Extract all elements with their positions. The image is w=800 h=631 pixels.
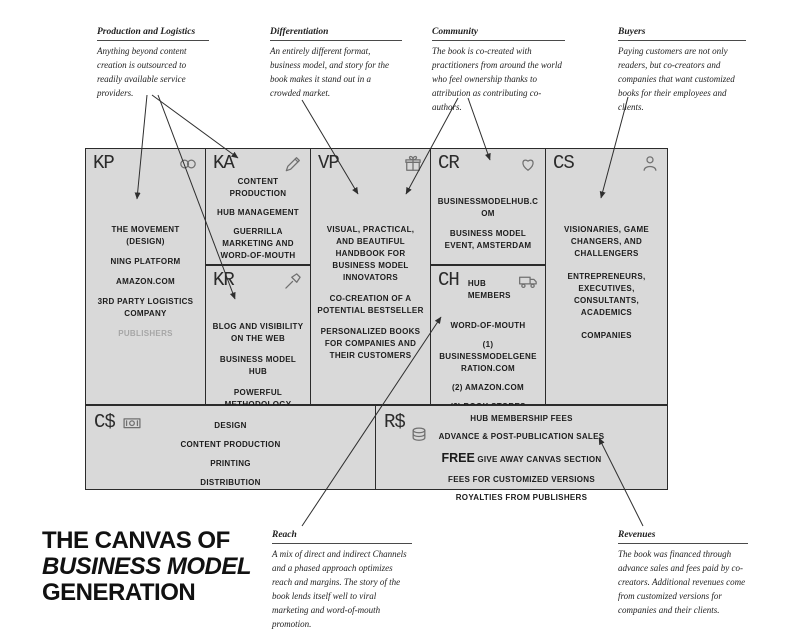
block-header: KA — [206, 149, 310, 174]
block-items: HUB MEMBERSHIP FEES ADVANCE & POST-PUBLI… — [376, 413, 667, 504]
block-items: DESIGN CONTENT PRODUCTION PRINTING DISTR… — [86, 420, 375, 489]
canvas-item-rest: GIVE AWAY CANVAS SECTION — [477, 455, 602, 464]
canvas-item: VISUAL, PRACTICAL, AND BEAUTIFUL HANDBOO… — [326, 225, 415, 282]
poster-title-line1: THE CANVAS OF — [42, 527, 230, 554]
canvas-item: HUB MEMBERSHIP FEES — [470, 414, 573, 423]
block-label-ka: KA — [213, 152, 235, 174]
poster-title-line2: BUSINESS MODEL — [42, 552, 252, 580]
block-header: C$ — [94, 413, 142, 433]
annotation-reach: Reach A mix of direct and indirect Chann… — [272, 530, 412, 631]
annotation-title: Community — [432, 27, 565, 41]
block-items: VISUAL, PRACTICAL, AND BEAUTIFUL HANDBOO… — [311, 224, 430, 362]
poster-title-line3: GENERATION — [42, 578, 196, 606]
block-label-cr: CR — [438, 152, 460, 174]
block-header: CS — [546, 149, 667, 174]
annotation-buyers: Buyers Paying customers are not only rea… — [618, 27, 746, 115]
canvas-item: BUSINESS MODEL HUB — [219, 355, 297, 376]
link-icon — [178, 154, 198, 174]
canvas-item: CONTENT PRODUCTION — [229, 177, 287, 198]
block-label-kr: KR — [213, 269, 235, 291]
poster-title: THE CANVAS OF BUSINESS MODEL GENERATION — [42, 527, 252, 606]
annotation-body: Anything beyond content creation is outs… — [97, 46, 187, 98]
canvas-item: NING PLATFORM — [110, 257, 181, 266]
coins-icon — [409, 425, 429, 445]
annotation-title: Reach — [272, 530, 412, 544]
block-header: VP — [311, 149, 430, 174]
block-label-vp: VP — [318, 152, 340, 174]
annotation-differentiation: Differentiation An entirely different fo… — [270, 27, 402, 101]
block-items: BUSINESSMODELHUB.COM BUSINESS MODEL EVEN… — [431, 196, 545, 252]
heart-icon — [518, 154, 538, 174]
cost-structure-block: C$ DESIGN CONTENT PRODUCTION PRINTING DI… — [85, 405, 376, 490]
canvas-item: FREE GIVE AWAY CANVAS SECTION — [382, 449, 661, 468]
canvas-item: PERSONALIZED BOOKS FOR COMPANIES AND THE… — [320, 327, 421, 360]
block-label-ch: CH — [438, 269, 460, 291]
annotation-body: A mix of direct and indirect Channels an… — [272, 549, 407, 629]
block-label-kp: KP — [93, 152, 115, 174]
wrench-icon — [283, 271, 303, 291]
canvas-item: HUB MANAGEMENT — [217, 208, 299, 217]
canvas-item: ADVANCE & POST-PUBLICATION SALES — [438, 432, 605, 441]
canvas-item: CO-CREATION OF A POTENTIAL BESTSELLER — [317, 294, 424, 315]
canvas-item: PRINTING — [210, 459, 251, 468]
canvas-item: (1) BUSINESSMODELGENERATION.COM — [439, 340, 537, 373]
gift-icon — [403, 154, 423, 174]
canvas-item: DESIGN — [214, 421, 247, 430]
annotation-production-logistics: Production and Logistics Anything beyond… — [97, 27, 209, 101]
block-items: VISIONARIES, GAME CHANGERS, AND CHALLENG… — [546, 224, 667, 342]
canvas-item: BUSINESSMODELHUB.COM — [437, 197, 539, 218]
block-items: THE MOVEMENT (DESIGN) NING PLATFORM AMAZ… — [86, 224, 205, 340]
annotation-title: Revenues — [618, 530, 748, 544]
block-header: KP — [86, 149, 205, 174]
canvas-item: COMPANIES — [581, 331, 632, 340]
annotation-body: Paying customers are not only readers, b… — [618, 46, 735, 112]
canvas-item: THE MOVEMENT (DESIGN) — [111, 225, 180, 246]
customer-segments-block: CS VISIONARIES, GAME CHANGERS, AND CHALL… — [545, 148, 668, 405]
annotation-body: The book is co-created with practitioner… — [432, 46, 562, 112]
canvas-item: DISTRIBUTION — [200, 478, 261, 487]
block-items: BLOG AND VISIBILITY ON THE WEB BUSINESS … — [206, 321, 310, 411]
annotation-community: Community The book is co-created with pr… — [432, 27, 565, 115]
key-partners-block: KP THE MOVEMENT (DESIGN) NING PLATFORM A… — [85, 148, 206, 405]
canvas-item: GUERRILLA MARKETING AND WORD-OF-MOUTH — [220, 227, 296, 260]
free-highlight: FREE — [441, 451, 475, 465]
canvas-item: HUB MEMBERS — [467, 279, 511, 300]
canvas-item: ROYALTIES FROM PUBLISHERS — [455, 492, 588, 502]
canvas-item: CONTENT PRODUCTION — [180, 440, 281, 449]
channels-block: CH HUB MEMBERS WORD-OF-MOUTH (1) BUSINES… — [430, 265, 546, 442]
canvas-item: BLOG AND VISIBILITY ON THE WEB — [212, 322, 304, 343]
value-proposition-block: VP VISUAL, PRACTICAL, AND BEAUTIFUL HAND… — [310, 148, 431, 405]
canvas-item: VISIONARIES, GAME CHANGERS, AND CHALLENG… — [563, 225, 650, 258]
pencil-icon — [283, 154, 303, 174]
canvas-item: (2) AMAZON.COM — [452, 383, 524, 392]
canvas-item: 3RD PARTY LOGISTICS COMPANY — [97, 297, 194, 318]
canvas-item: WORD-OF-MOUTH — [450, 321, 526, 330]
block-label-revenue: R$ — [384, 411, 406, 433]
annotation-revenues: Revenues The book was financed through a… — [618, 530, 748, 618]
key-resources-block: KR BLOG AND VISIBILITY ON THE WEB BUSINE… — [205, 265, 311, 409]
block-label-cost: C$ — [94, 411, 116, 433]
canvas-item: POWERFUL METHODOLOGY — [225, 388, 292, 409]
annotation-body: The book was financed through advance sa… — [618, 549, 746, 615]
annotation-title: Differentiation — [270, 27, 402, 41]
banknote-icon — [122, 413, 142, 433]
annotation-title: Production and Logistics — [97, 27, 209, 41]
canvas-item: FEES FOR CUSTOMIZED VERSIONS — [448, 474, 595, 484]
canvas-item: BUSINESS MODEL EVENT, AMSTERDAM — [444, 229, 532, 250]
person-icon — [640, 154, 660, 174]
truck-icon — [518, 271, 538, 291]
block-header: CR — [431, 149, 545, 174]
block-label-cs: CS — [553, 152, 575, 174]
annotation-title: Buyers — [618, 27, 746, 41]
block-header: R$ — [384, 413, 429, 445]
canvas-item: AMAZON.COM — [116, 277, 175, 286]
revenue-streams-block: R$ HUB MEMBERSHIP FEES ADVANCE & POST-PU… — [375, 405, 668, 502]
canvas-item: PUBLISHERS — [118, 329, 173, 338]
annotation-body: An entirely different format, business m… — [270, 46, 389, 98]
canvas-item: ENTREPRENEURS, EXECUTIVES, CONSULTANTS, … — [567, 272, 646, 317]
block-header: CH HUB MEMBERS — [431, 266, 545, 302]
customer-relationships-block: CR BUSINESSMODELHUB.COM BUSINESS MODEL E… — [430, 148, 546, 265]
block-header: KR — [206, 266, 310, 291]
key-activities-block: KA CONTENT PRODUCTION HUB MANAGEMENT GUE… — [205, 148, 311, 291]
